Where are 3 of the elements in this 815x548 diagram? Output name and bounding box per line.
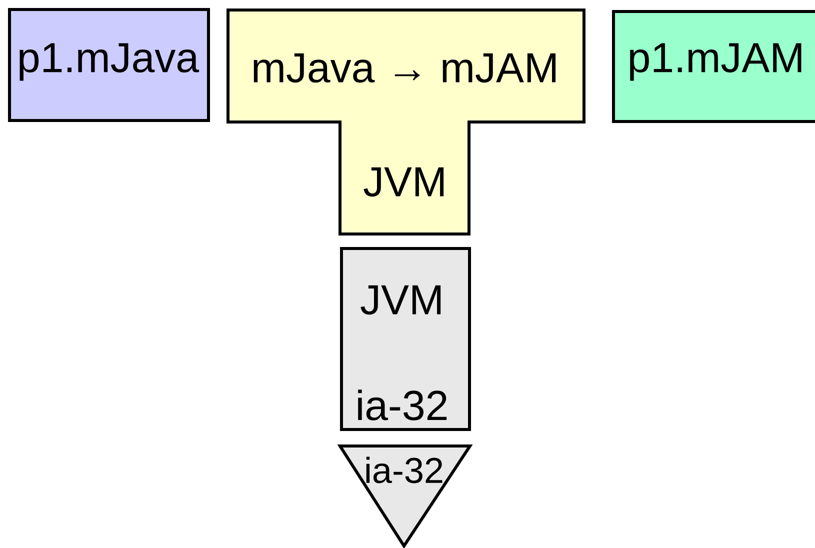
box: p1.mJava [8, 8, 210, 122]
box: p1.mJAM [612, 10, 815, 123]
box: JVM ia-32 [340, 247, 471, 431]
